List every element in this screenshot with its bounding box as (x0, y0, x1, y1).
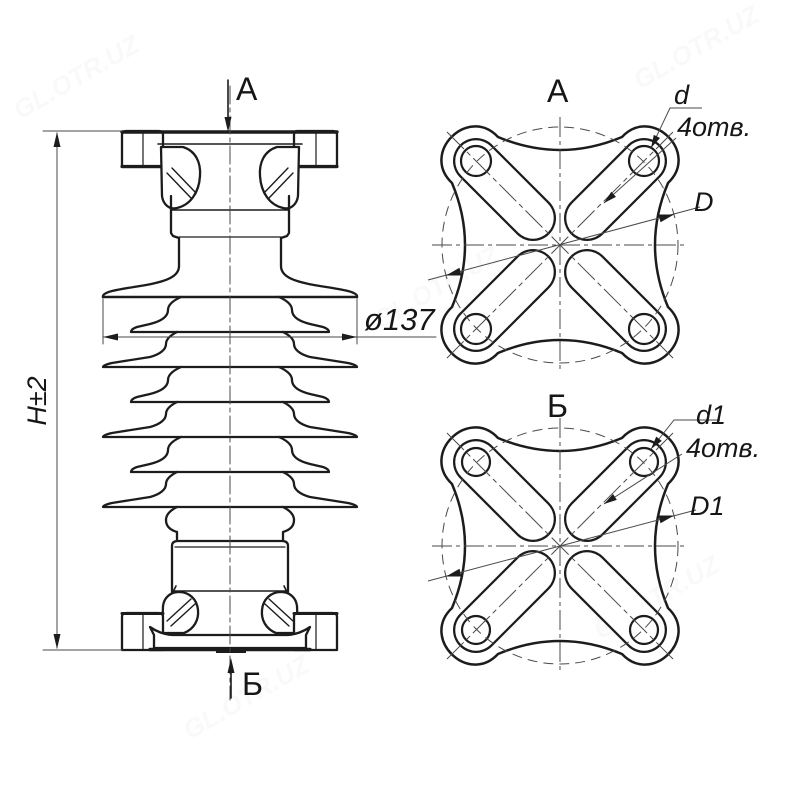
ear-hatch (166, 598, 192, 622)
view-a-bolt-circle-label: D (694, 187, 714, 217)
watermark-text: GL.OTR.UZ (628, 0, 765, 95)
view-a-label: А (547, 73, 569, 109)
bottom-neck-left (164, 505, 179, 543)
leader-arrow (651, 134, 661, 148)
dimension-arrow (446, 267, 462, 276)
cap-body-left (169, 194, 181, 268)
view-a (427, 107, 702, 373)
ear-hatch (264, 603, 290, 627)
ear-hatch (268, 598, 294, 622)
shed-big-top-left (101, 264, 181, 298)
bottom-plate-tab (216, 648, 246, 653)
section-arrow-bottom-head (227, 658, 235, 673)
ear-hatch (171, 167, 197, 194)
diameter-dimension (102, 298, 437, 345)
section-label-top: А (236, 71, 258, 107)
dimension-arrow (658, 214, 674, 223)
view-a-hole-label: d (674, 80, 690, 110)
ear-hatch (268, 172, 294, 199)
front-view (42, 79, 437, 701)
slot-leader-line (603, 137, 677, 204)
bottom-cap (120, 539, 339, 653)
section-marks (224, 79, 235, 699)
watermark-text: GL.OTR.UZ (8, 29, 145, 126)
view-b-holes-note: 4отв. (686, 433, 760, 463)
shed-big-top-right (279, 264, 359, 298)
ear-hatch (170, 603, 196, 627)
dimension-arrow (658, 515, 674, 524)
flange-outline (440, 426, 680, 666)
slot-leader-line (603, 453, 683, 505)
bolt-circle-dimension-line (427, 509, 697, 582)
dimension-arrow-down (53, 634, 61, 649)
view-b (427, 418, 720, 674)
hole-leader-line (650, 107, 702, 149)
height-dimension-label: H±2 (22, 376, 52, 425)
leader-arrow (651, 436, 662, 449)
shed-big (101, 400, 359, 439)
bolt-circle-dimension-line (427, 206, 701, 281)
ear-hatch (263, 167, 289, 194)
view-b-bolt-circle-label: D1 (690, 491, 725, 521)
cap-body-right (279, 194, 291, 268)
shed-diameter-label: ø137 (364, 302, 436, 337)
ear-hatch (166, 172, 192, 199)
view-b-label: Б (547, 388, 568, 424)
bottom-neck-right (281, 505, 296, 543)
height-dimension (42, 130, 123, 651)
section-label-bottom: Б (242, 666, 263, 702)
cap-ear-right (260, 590, 300, 635)
dimension-arrow-right (342, 333, 357, 341)
cap-ear-left (160, 590, 200, 635)
dimension-arrow-up (53, 132, 61, 147)
dimension-arrow (446, 568, 462, 577)
view-b-hole-label: d1 (696, 400, 726, 430)
leader-arrow (604, 191, 617, 203)
view-a-holes-note: 4отв. (677, 112, 751, 142)
flange-outline (440, 125, 680, 365)
leader-arrow (604, 493, 617, 504)
section-arrow-top-head (224, 117, 232, 132)
dimension-arrow-left (103, 333, 118, 341)
